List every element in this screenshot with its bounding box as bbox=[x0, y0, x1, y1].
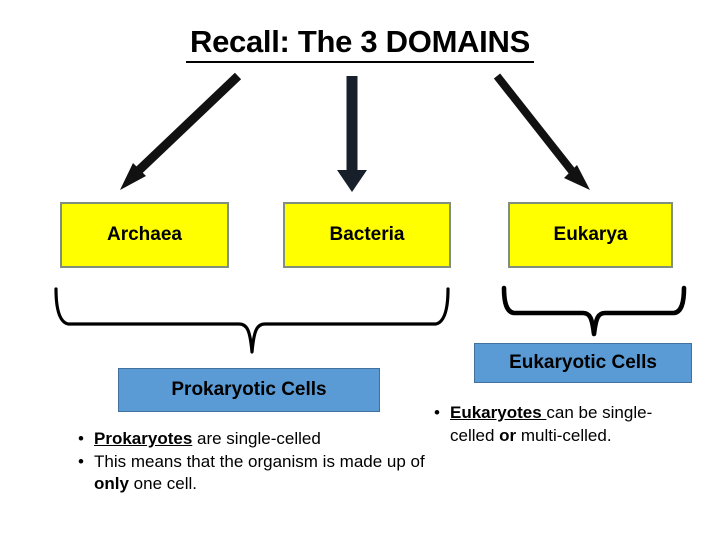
prokaryote-note-1: This means that the organism is made up … bbox=[94, 451, 425, 494]
eukaryote-notes-list: • Eukaryotes can be single-celled or mul… bbox=[434, 402, 666, 447]
cell-box-prokaryotic[interactable]: Prokaryotic Cells bbox=[118, 368, 380, 412]
list-item: • Eukaryotes can be single-celled or mul… bbox=[434, 402, 666, 447]
page-title: Recall: The 3 DOMAINS bbox=[0, 24, 720, 63]
domain-label-eukarya: Eukarya bbox=[553, 224, 628, 245]
arrow-bacteria bbox=[337, 76, 367, 192]
cell-label-eukaryotic: Eukaryotic Cells bbox=[509, 352, 657, 373]
domain-box-archaea[interactable]: Archaea bbox=[60, 202, 229, 268]
prokaryote-note-0: Prokaryotes are single-celled bbox=[94, 429, 321, 448]
cell-label-prokaryotic: Prokaryotic Cells bbox=[171, 379, 327, 400]
eukaryote-note-0: Eukaryotes can be single-celled or multi… bbox=[450, 403, 653, 445]
prokaryote-notes-list: • Prokaryotes are single-celled • This m… bbox=[78, 428, 430, 496]
bullet-icon: • bbox=[78, 429, 84, 448]
bullet-icon: • bbox=[78, 451, 84, 471]
domain-label-archaea: Archaea bbox=[107, 224, 182, 245]
list-item: • Prokaryotes are single-celled bbox=[78, 428, 430, 451]
domain-box-bacteria[interactable]: Bacteria bbox=[283, 202, 451, 268]
brace-eukaryotic bbox=[501, 285, 687, 337]
arrow-eukarya bbox=[493, 73, 590, 190]
bullet-icon: • bbox=[434, 403, 440, 422]
domain-label-bacteria: Bacteria bbox=[329, 224, 405, 245]
arrow-archaea bbox=[120, 72, 242, 190]
domain-box-eukarya[interactable]: Eukarya bbox=[508, 202, 673, 268]
brace-prokaryotic bbox=[54, 287, 450, 354]
page-title-text: Recall: The 3 DOMAINS bbox=[186, 24, 534, 63]
cell-box-eukaryotic[interactable]: Eukaryotic Cells bbox=[474, 343, 692, 383]
list-item: • This means that the organism is made u… bbox=[78, 451, 430, 496]
